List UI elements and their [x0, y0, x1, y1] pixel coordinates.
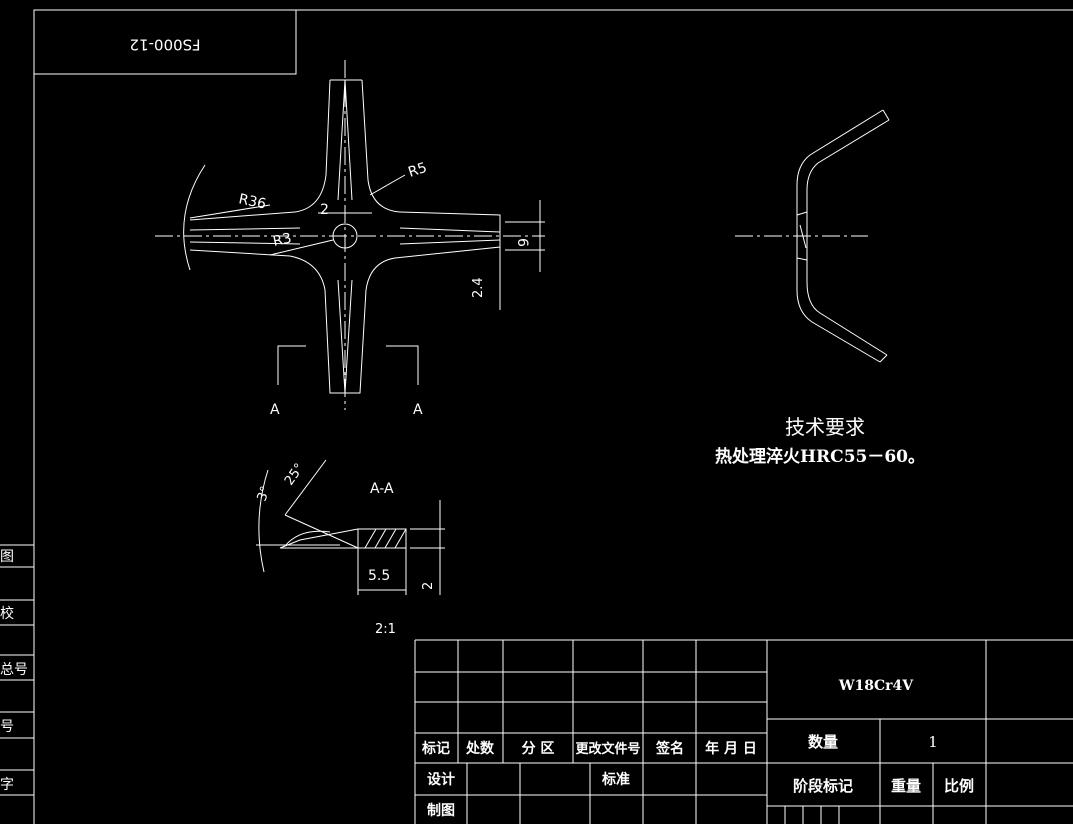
cut-mark-left: A: [270, 402, 280, 418]
tech-line-1: 热处理淬火HRC55－60。: [715, 446, 925, 467]
weight-label: 重量: [891, 777, 921, 795]
header-count: 处数: [465, 740, 495, 757]
margin-label-3: 总号: [0, 662, 28, 678]
header-date: 年 月 日: [705, 740, 757, 757]
section-dim-2: 2: [421, 582, 436, 590]
dim-r36: R36: [237, 191, 267, 212]
draw-label: 制图: [427, 802, 455, 819]
drawing-number-box: FS000-12: [129, 36, 200, 54]
header-change-doc: 更改文件号: [575, 741, 640, 757]
header-zone: 分 区: [522, 741, 555, 757]
section-scale: 2:1: [375, 622, 396, 637]
material: W18Cr4V: [838, 678, 914, 694]
design-label: 设计: [427, 771, 455, 788]
dim-r3: R3: [272, 230, 294, 250]
header-mark: 标记: [421, 740, 450, 757]
quantity-label: 数量: [808, 733, 838, 751]
drawing-number: FS000-12: [129, 36, 200, 54]
dim-r5: R5: [406, 160, 429, 181]
scale-label: 比例: [944, 777, 974, 795]
margin-label-1: 图: [0, 549, 14, 565]
standard-label: 标准: [601, 771, 630, 788]
margin-label-2: 校: [0, 605, 14, 622]
blade-plan-view: R5 R36 R3 2 6 2.4 A A: [155, 60, 545, 418]
section-a-a: A-A 3° 25° 5.5 2 2:1: [255, 459, 445, 637]
section-dim-5-5: 5.5: [368, 568, 390, 584]
header-signature: 签名: [655, 740, 684, 757]
stage-label: 阶段标记: [793, 777, 853, 795]
quantity-value: 1: [928, 733, 938, 751]
margin-label-4: 号: [0, 719, 14, 735]
section-label: A-A: [370, 481, 394, 497]
angle-25: 25°: [282, 461, 308, 488]
margin-label-5: 字: [0, 777, 14, 793]
blade-side-view: [735, 109, 890, 363]
drawing-frame: [33, 9, 1073, 824]
dim-2: 2: [320, 202, 329, 218]
dim-2-4: 2.4: [471, 277, 486, 298]
dim-6: 6: [514, 238, 530, 247]
title-block: W18Cr4V 数量 1 阶段标记 重量 比例 标记 处数 分 区 更改文件号 …: [414, 639, 1073, 824]
tech-title: 技术要求: [785, 415, 865, 439]
technical-requirements: 技术要求 热处理淬火HRC55－60。: [715, 415, 925, 467]
left-margin: 图 校 总号 号 字: [0, 544, 34, 796]
angle-3: 3°: [255, 484, 274, 503]
cut-mark-right: A: [413, 402, 423, 418]
